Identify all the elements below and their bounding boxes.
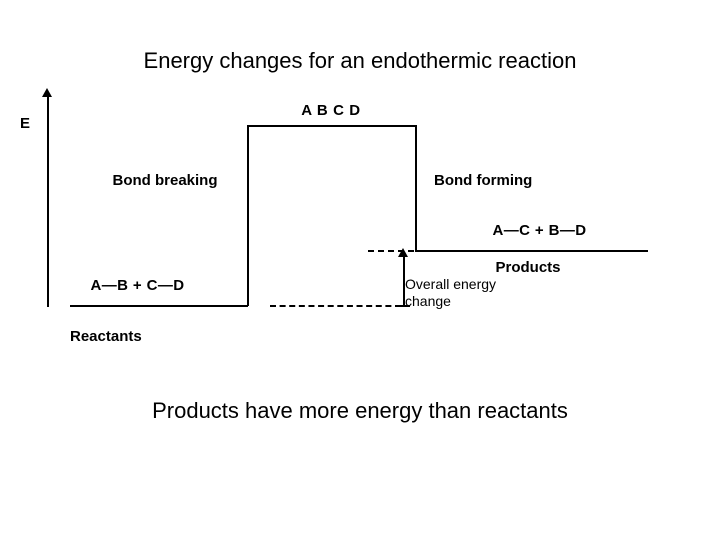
- energy-axis: [47, 96, 49, 307]
- activated-complex-level-line: [247, 125, 415, 127]
- energy-axis-label: E: [20, 115, 31, 132]
- reactant-species-label: A—B + C—D: [90, 277, 185, 294]
- bond-forming-riser: [415, 125, 417, 251]
- up-arrow-icon: [42, 88, 52, 97]
- products-axis-label: Products: [495, 259, 561, 276]
- product-level-line: [415, 250, 648, 252]
- bond-forming-label: Bond forming: [434, 172, 533, 189]
- activated-complex-label: A B C D: [301, 102, 361, 119]
- product-level-guide-dash: [368, 250, 414, 252]
- product-species-label: A—C + B—D: [492, 222, 587, 239]
- bond-breaking-riser: [247, 125, 249, 306]
- page-title: Energy changes for an endothermic reacti…: [143, 48, 577, 73]
- reactant-level-guide-dash: [270, 305, 401, 307]
- reactants-axis-label: Reactants: [70, 328, 142, 345]
- reactant-level-line: [70, 305, 248, 307]
- overall-energy-change-label: Overall energy change: [405, 276, 497, 309]
- up-arrow-icon: [398, 248, 408, 257]
- bond-breaking-label: Bond breaking: [112, 172, 218, 189]
- summary-caption: Products have more energy than reactants: [152, 398, 568, 423]
- overall-energy-change-arrow: [403, 256, 405, 305]
- overall-energy-change-baseline-tick: [396, 305, 410, 307]
